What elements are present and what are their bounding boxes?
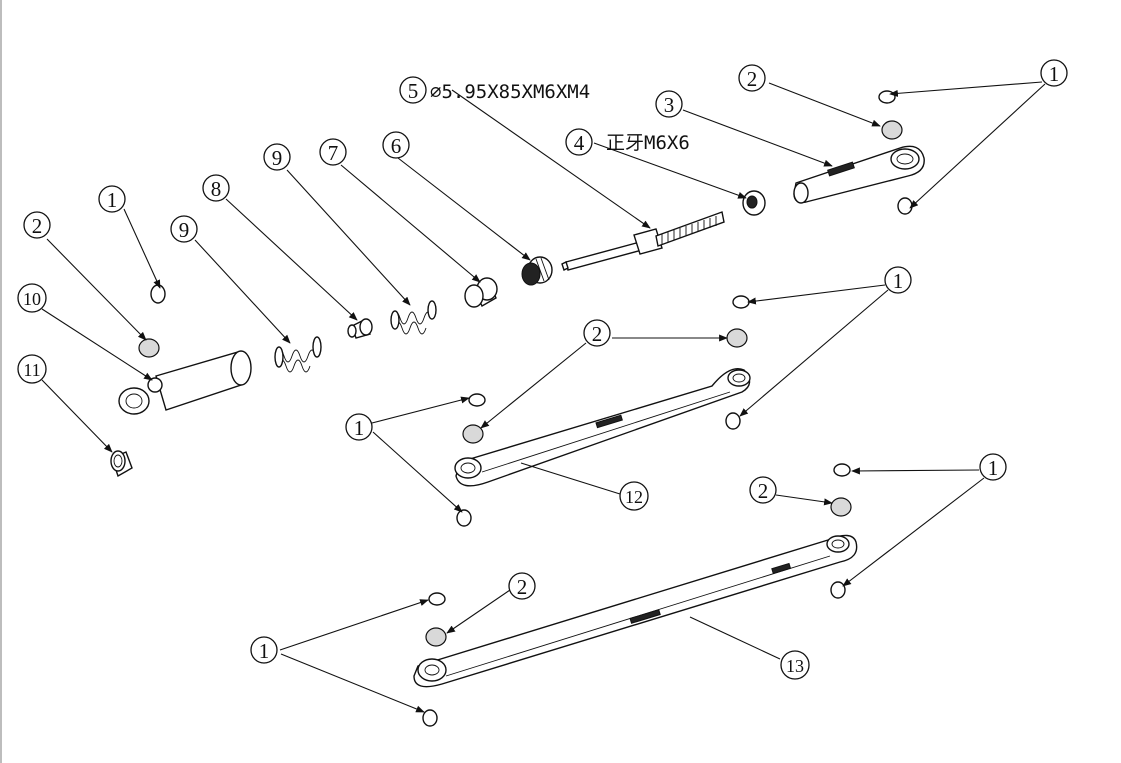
svg-text:5: 5 — [408, 79, 419, 103]
svg-text:2: 2 — [517, 575, 528, 599]
svg-text:1: 1 — [354, 416, 365, 440]
callout-13: 13 — [780, 650, 810, 680]
svg-text:6: 6 — [391, 134, 402, 158]
part-pin — [347, 318, 373, 339]
callout-1-middle-left: 1 — [345, 413, 373, 441]
callout-2-lower-right: 2 — [749, 476, 777, 504]
part-bushing — [464, 277, 498, 308]
callout-2-lower-left: 2 — [508, 572, 536, 600]
svg-text:1: 1 — [893, 269, 904, 293]
svg-text:9: 9 — [272, 146, 283, 170]
callout-1-top-right: 1 — [1040, 59, 1068, 87]
svg-text:11: 11 — [23, 360, 40, 380]
svg-text:9: 9 — [179, 218, 190, 242]
leader-lines — [41, 81, 1046, 713]
svg-text:3: 3 — [664, 93, 675, 117]
svg-text:13: 13 — [786, 656, 804, 676]
svg-text:2: 2 — [592, 322, 603, 346]
part-nut — [742, 190, 766, 216]
part-spring-lower — [274, 336, 322, 373]
callout-7: 7 — [319, 138, 347, 166]
svg-text:12: 12 — [625, 487, 643, 507]
callout-1-lower-left: 1 — [250, 636, 278, 664]
svg-text:1: 1 — [259, 639, 270, 663]
callout-9-upper: 9 — [263, 143, 291, 171]
callout-11: 11 — [17, 354, 47, 384]
callout-4: 4 正牙M6X6 — [565, 128, 690, 156]
svg-text:10: 10 — [23, 289, 41, 309]
part-rod-end — [793, 145, 925, 204]
callout-3: 3 — [655, 90, 683, 118]
callout-2-left: 2 — [23, 211, 51, 239]
part-link-arm-12 — [454, 368, 751, 487]
callout-1-lower-right: 1 — [979, 453, 1007, 481]
part-cylinder-housing — [118, 350, 252, 415]
svg-text:2: 2 — [32, 214, 43, 238]
svg-text:2: 2 — [758, 479, 769, 503]
part-threaded-shaft — [561, 211, 725, 271]
part-balls-and-caps — [138, 90, 913, 727]
callout-1-middle-right: 1 — [884, 266, 912, 294]
svg-text:4: 4 — [574, 131, 585, 155]
svg-text:1: 1 — [107, 188, 118, 212]
svg-text:7: 7 — [328, 141, 339, 165]
svg-text:2: 2 — [747, 67, 758, 91]
callout-12: 12 — [619, 481, 649, 511]
callout-5: 5 ∅5.95X85XM6XM4 — [399, 76, 590, 104]
callout-2-middle: 2 — [583, 319, 611, 347]
callout-8: 8 — [202, 174, 230, 202]
svg-text:1: 1 — [1049, 62, 1060, 86]
part-spring-upper — [390, 300, 437, 335]
svg-text:1: 1 — [988, 456, 999, 480]
part-threaded-bushing — [521, 256, 553, 286]
part-sleeve — [110, 450, 133, 478]
svg-text:∅5.95X85XM6XM4: ∅5.95X85XM6XM4 — [430, 81, 590, 103]
callout-2-top-right: 2 — [738, 64, 766, 92]
callout-6: 6 — [382, 131, 410, 159]
svg-text:正牙M6X6: 正牙M6X6 — [606, 132, 690, 154]
callout-9-lower: 9 — [170, 215, 198, 243]
part-link-arm-13 — [413, 534, 858, 688]
callout-1-left: 1 — [98, 185, 126, 213]
svg-text:8: 8 — [211, 177, 222, 201]
callout-10: 10 — [17, 283, 47, 313]
